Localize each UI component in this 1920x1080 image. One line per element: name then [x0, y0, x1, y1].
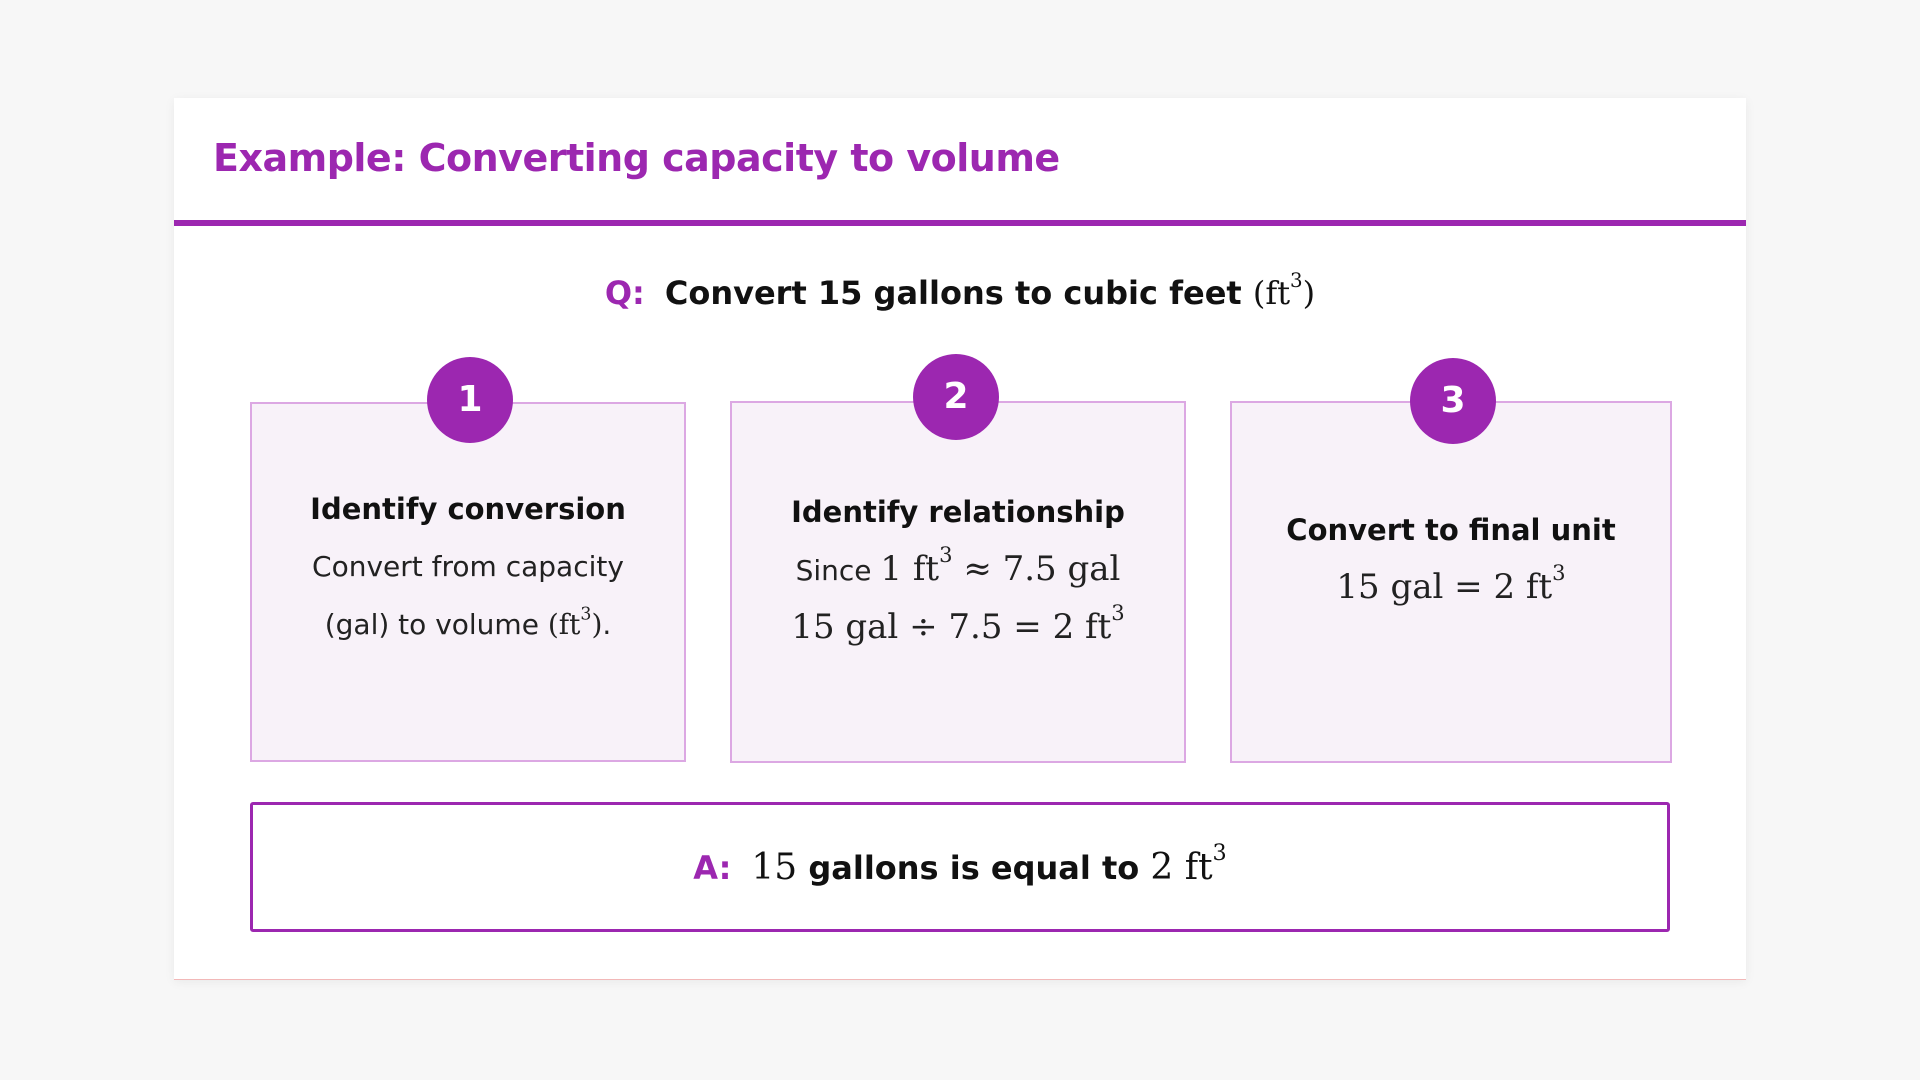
question: Q:Convert 15 gallons to cubic feet (ft3) — [604, 269, 1316, 312]
step-equation: Since 1 ft3 ≈ 7.5 gal — [795, 542, 1121, 589]
step-number-badge-3: 3 — [1410, 358, 1496, 444]
question-unit: ft3 — [1265, 269, 1303, 312]
example-card: Example: Converting capacity to volume Q… — [174, 98, 1746, 980]
question-text: Convert 15 gallons to cubic feet — [664, 274, 1242, 312]
step-equation: 15 gal ÷ 7.5 = 2 ft3 — [791, 600, 1125, 647]
answer-text: A:15 gallons is equal to 2 ft3 — [693, 840, 1227, 888]
answer-prefix: A: — [693, 849, 732, 887]
step-number-badge-1: 1 — [427, 357, 513, 443]
step-number-badge-2: 2 — [913, 354, 999, 440]
page-title: Example: Converting capacity to volume — [213, 136, 1060, 180]
question-prefix: Q: — [604, 274, 645, 312]
step-text: Convert from capacity (gal) to volume (f… — [312, 550, 624, 641]
step-card-2: Identify relationship Since 1 ft3 ≈ 7.5 … — [730, 401, 1186, 763]
step-card-1: Identify conversion Convert from capacit… — [250, 402, 686, 762]
step-title: Identify relationship — [791, 495, 1125, 529]
step-title: Identify conversion — [310, 492, 626, 526]
step-equation: 15 gal = 2 ft3 — [1336, 560, 1566, 607]
header: Example: Converting capacity to volume — [174, 98, 1746, 226]
answer-box: A:15 gallons is equal to 2 ft3 — [250, 802, 1670, 932]
step-card-3: Convert to final unit 15 gal = 2 ft3 — [1230, 401, 1672, 763]
step-title: Convert to final unit — [1286, 513, 1616, 547]
